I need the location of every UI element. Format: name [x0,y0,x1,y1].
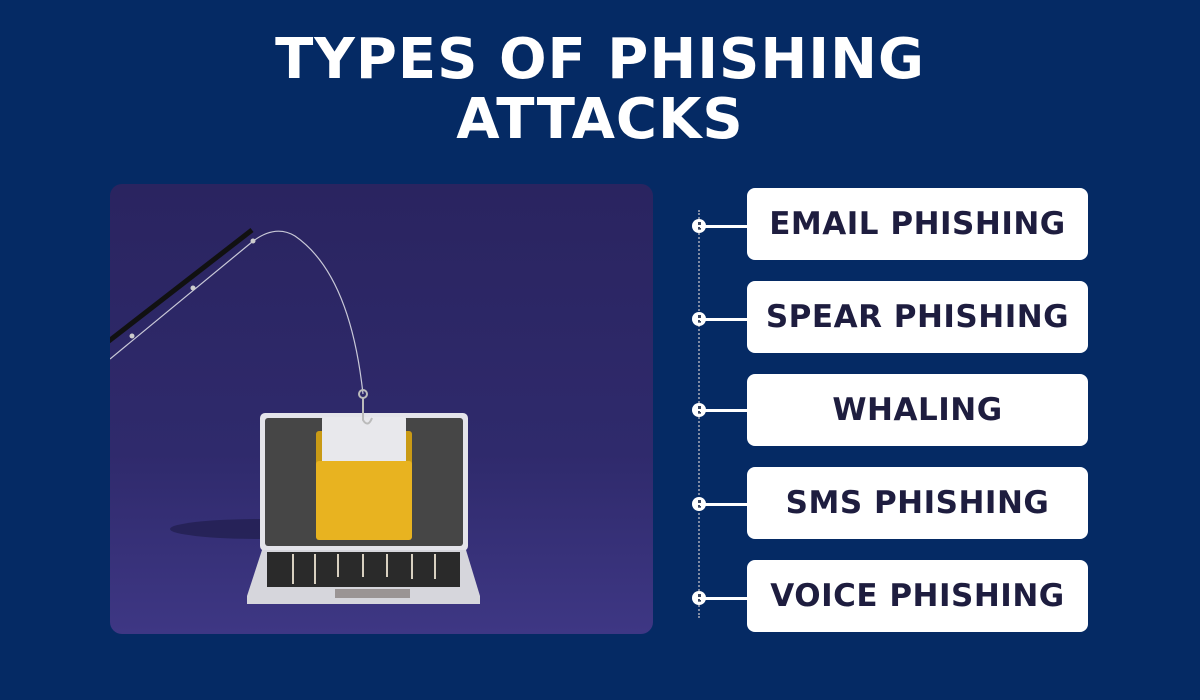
bullet-icon [692,497,706,511]
connector [700,503,748,506]
type-spear-phishing: SPEAR PHISHING [747,281,1088,353]
type-email-phishing: EMAIL PHISHING [747,188,1088,260]
type-whaling: WHALING [747,374,1088,446]
bullet-icon [692,219,706,233]
connector [700,225,748,228]
connector [700,409,748,412]
connector [700,597,748,600]
title-line-1: TYPES OF PHISHING [275,27,925,92]
bullet-icon [692,591,706,605]
laptop-fishing-hook-icon [110,228,480,604]
type-voice-phishing: VOICE PHISHING [747,560,1088,632]
title-line-2: ATTACKS [456,87,744,152]
bullet-icon [692,403,706,417]
type-sms-phishing: SMS PHISHING [747,467,1088,539]
connector [700,318,748,321]
page-title: TYPES OF PHISHING ATTACKS [0,30,1200,150]
phishing-illustration [110,184,653,634]
bullet-icon [692,312,706,326]
